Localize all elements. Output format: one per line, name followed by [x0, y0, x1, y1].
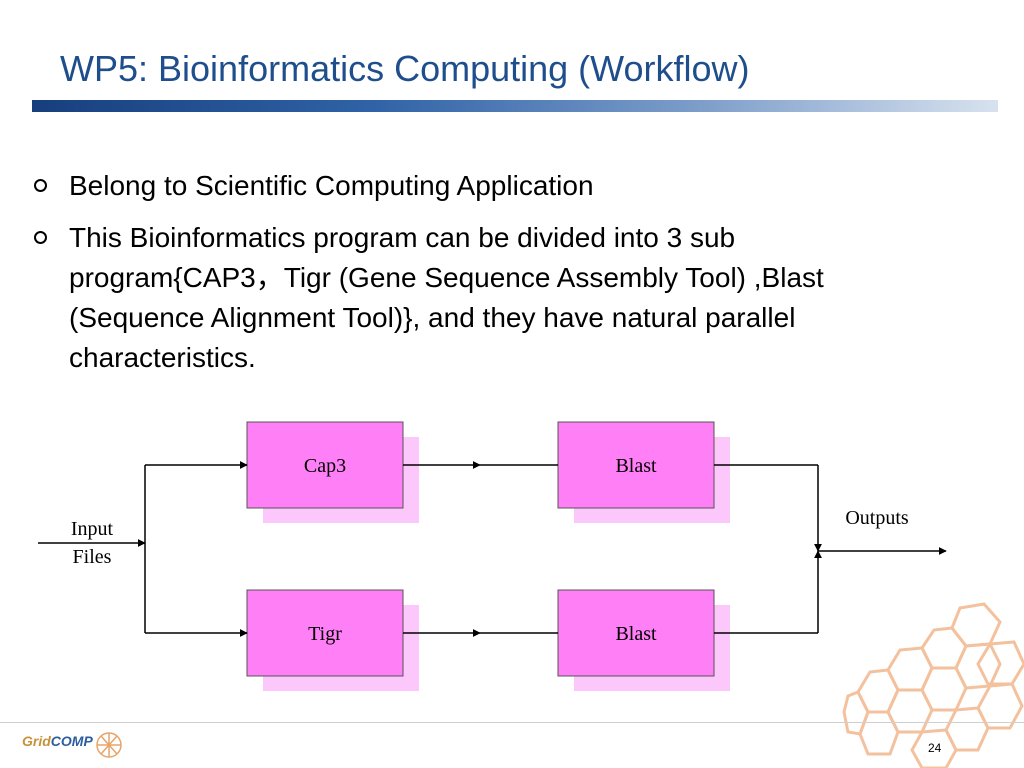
hex-sphere-decoration-icon: [842, 602, 1024, 768]
bullet-item-1: Belong to Scientific Computing Applicati…: [34, 166, 934, 206]
node-label-blast-top: Blast: [615, 455, 657, 477]
node-blast-bottom: Blast: [557, 589, 730, 691]
bullet-text-1: Belong to Scientific Computing Applicati…: [69, 170, 594, 201]
node-box: [246, 589, 404, 677]
node-cap3: Cap3: [246, 421, 419, 523]
input-files-label-line1: Input: [71, 518, 114, 540]
node-label-blast-bottom: Blast: [615, 623, 657, 645]
node-blast-top: Blast: [557, 421, 730, 523]
bullet-list: Belong to Scientific Computing Applicati…: [34, 166, 934, 390]
bullet-circle-icon: [34, 179, 47, 192]
bullet-text-2: This Bioinformatics program can be divid…: [69, 222, 824, 373]
title-underline-bar: [32, 100, 998, 112]
bullet-item-2: This Bioinformatics program can be divid…: [34, 218, 934, 378]
footer-divider: [0, 722, 1024, 723]
node-box: [557, 589, 715, 677]
logo-wordmark: GridCOMP: [22, 733, 93, 749]
page-number: 24: [928, 741, 942, 755]
bullet-circle-icon: [34, 231, 47, 244]
node-tigr: Tigr: [246, 589, 419, 691]
logo-globe-icon: [96, 732, 122, 758]
node-box: [246, 421, 404, 509]
slide-title: WP5: Bioinformatics Computing (Workflow): [60, 48, 750, 89]
node-label-cap3: Cap3: [304, 455, 346, 477]
workflow-diagram: Cap3 Tigr Blast Blast Input Files Output…: [38, 421, 947, 691]
input-files-label-line2: Files: [73, 546, 112, 568]
node-label-tigr: Tigr: [308, 623, 342, 645]
outputs-label: Outputs: [845, 507, 909, 529]
